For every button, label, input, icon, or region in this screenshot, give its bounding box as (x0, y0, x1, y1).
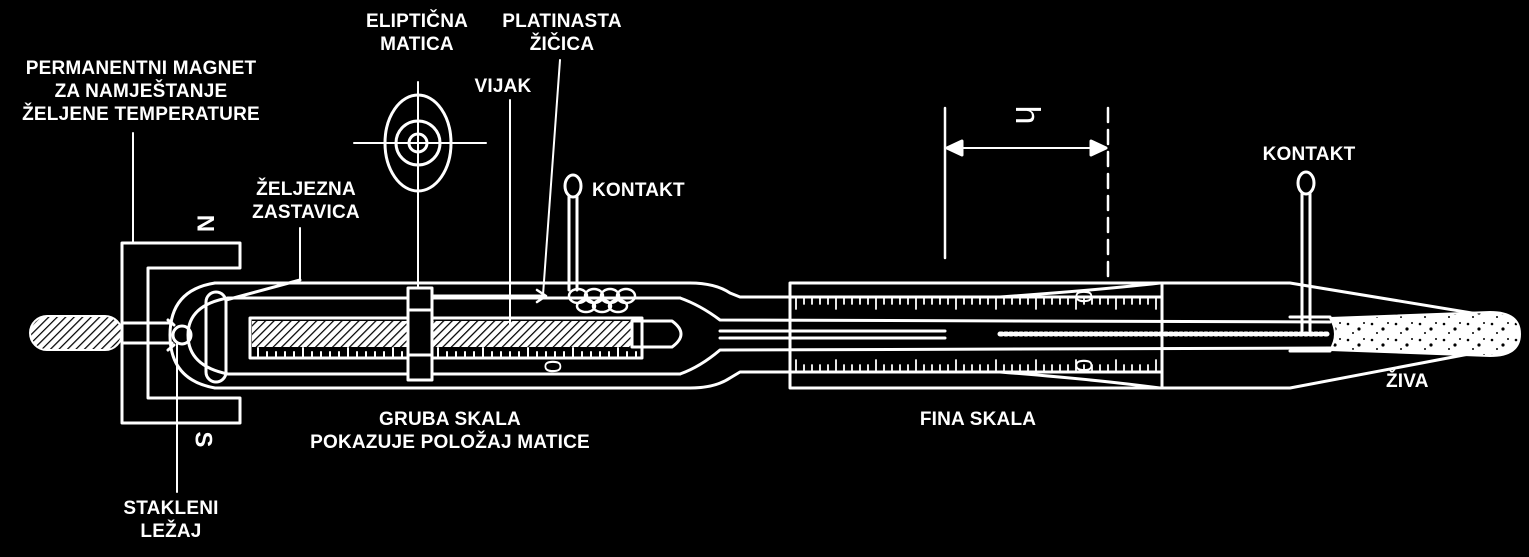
contact-right-wire (1296, 170, 1316, 336)
contact-left-wire (563, 173, 583, 292)
elliptic-nut-detail (353, 81, 487, 289)
label-magnet-n: N (191, 214, 219, 233)
label-dimension-h: h (1008, 105, 1046, 125)
left-end-knob (29, 315, 174, 351)
label-screw: VIJAK (474, 76, 532, 97)
label-magnet-s: S (189, 431, 217, 448)
label-coarse-scale: GRUBA SKALA POKAZUJE POLOŽAJ MATICE (310, 409, 590, 453)
dimension-h (943, 106, 1110, 280)
label-iron-flag: ŽELJEZNA ZASTAVICA (252, 179, 360, 223)
label-mercury: ŽIVA (1386, 371, 1429, 392)
mercury-bulb (1288, 311, 1521, 357)
label-contact-right: KONTAKT (1262, 144, 1356, 165)
fine-scale-digit-bottom: 0 (1069, 358, 1097, 373)
label-fine-scale: FINA SKALA (919, 409, 1037, 430)
label-elliptic-nut: ELIPTIČNA MATICA (365, 11, 469, 55)
label-glass-bearing: STAKLENI LEŽAJ (123, 498, 219, 542)
nut-on-screw (406, 286, 434, 382)
platinum-wire (430, 288, 548, 304)
glass-bearing (166, 318, 193, 352)
permanent-magnet (120, 241, 242, 425)
coarse-scale-digit: 0 (538, 359, 566, 374)
label-platinum-wire: PLATINASTA ŽIČICA (502, 11, 622, 55)
screw-thread (252, 319, 683, 349)
leader-lines (132, 59, 561, 493)
label-contact-left: KONTAKT (592, 180, 685, 201)
contact-coil (567, 287, 637, 314)
fine-scale-digit-top: 0 (1069, 289, 1097, 304)
iron-flag (204, 278, 302, 384)
fine-scale-ticks (795, 296, 1157, 373)
label-permanent-magnet: PERMANENTNI MAGNET ZA NAMJEŠTANJE ŽELJEN… (22, 58, 260, 125)
